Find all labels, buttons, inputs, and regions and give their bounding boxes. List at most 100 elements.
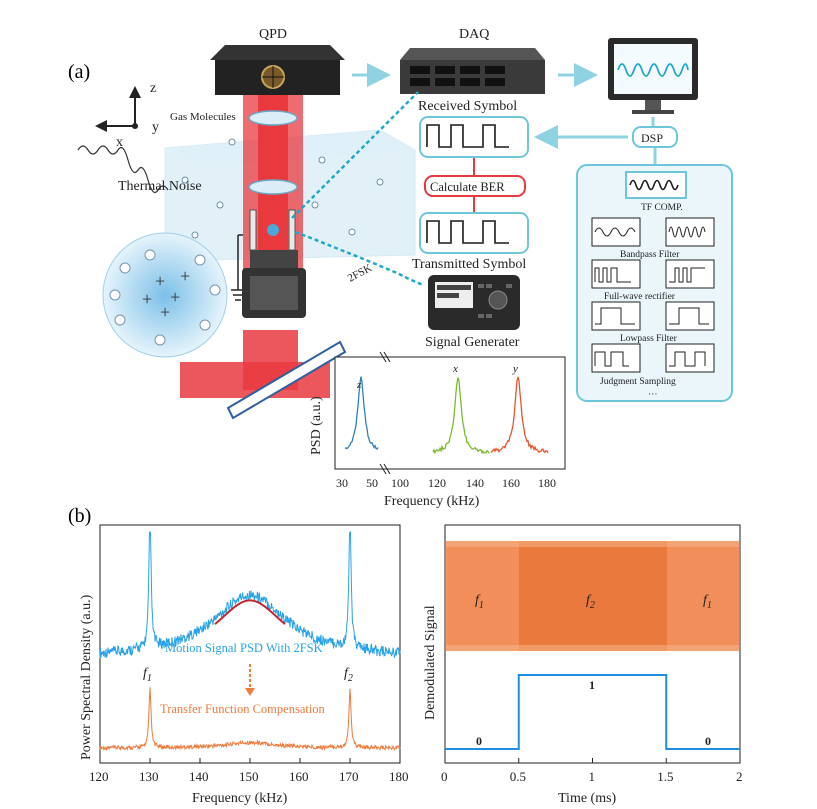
inset-psd-chart: z x y 30 50 100 120 140 160 180 Frequenc… — [309, 351, 566, 509]
inset-tick-160: 160 — [502, 476, 520, 490]
right-xtick-label: 1.5 — [657, 769, 673, 784]
region-label-f2: f2 — [586, 593, 595, 611]
demod-signal-line — [445, 674, 740, 750]
bandpass-label: Bandpass Filter — [620, 250, 680, 260]
f1-label: f1 — [143, 666, 152, 684]
orange-trace-label: Transfer Function Compensation — [160, 702, 326, 716]
gas-molecules-label: Gas Molecules — [170, 111, 236, 123]
axis-x-label: x — [116, 135, 123, 150]
daq-device — [400, 48, 545, 94]
inset-y-trace — [490, 376, 549, 454]
qpd-label: QPD — [259, 27, 287, 42]
inset-tick-50: 50 — [366, 476, 378, 490]
bit-label-0a: 0 — [476, 734, 482, 748]
dsp-blocks — [591, 217, 715, 373]
region-f1-left — [446, 541, 519, 651]
received-signal-beam — [291, 91, 419, 219]
panel-a-label: (a) — [68, 61, 90, 83]
axes-indicator: z x y — [95, 81, 159, 150]
thermal-noise-bubble: +++++ — [102, 232, 228, 358]
inset-tick-140: 140 — [466, 476, 484, 490]
region-f1-right — [667, 541, 739, 651]
signal-generator-label: Signal Generater — [425, 335, 520, 350]
calculate-ber-label: Calculate BER — [430, 180, 505, 194]
left-ylabel: Power Spectral Density (a.u.) — [79, 594, 94, 760]
region-f2 — [519, 541, 667, 651]
left-xlabel: Frequency (kHz) — [192, 791, 288, 806]
signal-generator — [428, 275, 520, 330]
demod-chart: f1 f2 f1 0 1 0 0 0.5 1 1.5 2 Time (ms) Demod… — [423, 524, 743, 806]
inset-peak-z: z — [356, 379, 362, 391]
calculate-ber-box — [424, 175, 526, 197]
received-symbol-box — [419, 116, 529, 158]
region-label-f1: f1 — [475, 593, 484, 611]
axis-z-label: z — [150, 81, 156, 96]
dsp-block-waves — [594, 226, 709, 367]
panel-b-label: (b) — [68, 505, 91, 527]
inset-x-trace — [432, 377, 490, 455]
dsp-box — [632, 126, 678, 148]
inset-tick-180: 180 — [538, 476, 556, 490]
judgment-label: Judgment Sampling — [600, 377, 676, 387]
left-xtick-label: 160 — [289, 769, 309, 784]
left-xtick-label: 140 — [189, 769, 209, 784]
inset-tick-30: 30 — [336, 476, 348, 490]
f2-label: f2 — [344, 666, 353, 684]
svg-text:+: + — [180, 266, 190, 286]
blue-trace-label: Motion Signal PSD With 2FSK — [165, 641, 323, 655]
inset-xlabel: Frequency (kHz) — [384, 494, 480, 509]
fsk-input-beam — [294, 230, 424, 287]
inset-ylabel: PSD (a.u.) — [309, 396, 324, 455]
svg-text:+: + — [160, 302, 170, 322]
left-xtick-label: 150 — [239, 769, 259, 784]
inset-peak-x: x — [452, 363, 458, 375]
bit-label-0b: 0 — [705, 734, 711, 748]
tf-comp-label: TF COMP. — [641, 203, 683, 213]
qpd-detector — [210, 45, 345, 95]
right-ylabel: Demodulated Signal — [423, 605, 438, 720]
inset-tick-100: 100 — [391, 476, 409, 490]
rectifier-label: Full-wave rectifier — [604, 291, 676, 302]
left-xtick-label: 180 — [389, 769, 409, 784]
left-xtick-label: 130 — [139, 769, 159, 784]
right-xtick-label: 0 — [441, 769, 448, 784]
psd-blue-trace — [99, 531, 401, 659]
thermal-noise-wave — [77, 145, 169, 193]
axis-y-label: y — [152, 120, 159, 135]
inset-peak-y: y — [512, 363, 518, 375]
transmitted-symbol-label: Transmitted Symbol — [412, 257, 526, 272]
svg-text:+: + — [155, 271, 165, 291]
fsk-label: 2FSK — [346, 262, 374, 285]
tf-comp-box — [625, 171, 687, 199]
bit-label-1: 1 — [589, 678, 595, 692]
transmitted-symbol-wave — [426, 220, 509, 244]
right-xtick-label: 2 — [736, 769, 743, 784]
inset-tick-120: 120 — [428, 476, 446, 490]
ellipsis-label: ··· — [648, 390, 658, 400]
lenses — [248, 110, 298, 195]
svg-text:+: + — [170, 287, 180, 307]
mirror — [226, 340, 347, 420]
monitor — [608, 38, 698, 114]
right-xtick-label: 1 — [589, 769, 596, 784]
region-label-f1b: f1 — [703, 593, 712, 611]
psd-fit-line — [214, 599, 286, 625]
left-xtick-label: 120 — [89, 769, 109, 784]
objective-lens — [242, 250, 306, 318]
right-xlabel: Time (ms) — [558, 791, 617, 806]
dsp-label: DSP — [641, 131, 663, 145]
lowpass-label: Lowpass Filter — [620, 334, 678, 344]
left-xtick-label: 170 — [339, 769, 359, 784]
daq-label: DAQ — [459, 27, 489, 42]
levitated-particle — [267, 224, 279, 236]
psd-chart: Motion Signal PSD With 2FSK Transfer Fun… — [79, 524, 409, 806]
svg-text:+: + — [142, 289, 152, 309]
thermal-noise-label: Thermal Noise — [118, 179, 202, 194]
transmitted-symbol-box — [419, 212, 529, 254]
right-xtick-label: 0.5 — [510, 769, 526, 784]
inset-z-trace — [344, 376, 379, 450]
received-symbol-wave — [426, 124, 509, 148]
psd-orange-trace — [99, 687, 401, 752]
received-symbol-label: Received Symbol — [418, 99, 517, 114]
